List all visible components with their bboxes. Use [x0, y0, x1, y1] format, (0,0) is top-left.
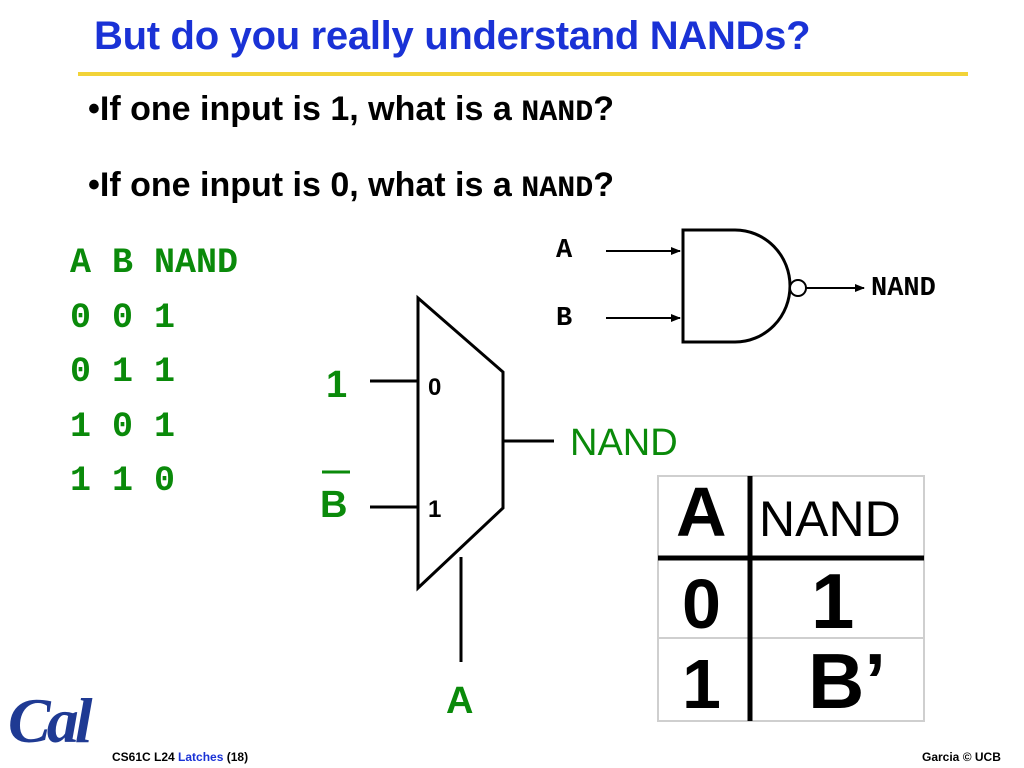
gate-label-output: NAND: [871, 274, 936, 304]
mux-select-1-label: 1: [428, 496, 442, 523]
mux-body: [416, 294, 505, 592]
title-underline: [78, 72, 968, 76]
bullet-1: •If one input is 1, what is a NAND?: [88, 90, 614, 130]
footer-course: CS61C L24 Latches (18): [112, 750, 248, 764]
reduced-row-1-a: 1: [682, 645, 721, 723]
bullet-2: •If one input is 0, what is a NAND?: [88, 166, 614, 206]
nand-gate-body: [681, 228, 792, 344]
cal-logo: Cal: [8, 685, 92, 756]
truth-table: A B NAND 0 0 1 0 1 1 1 0 1 1 1 0: [70, 236, 238, 509]
reduced-row-1-nand: B’: [808, 637, 886, 725]
gate-label-a: A: [556, 236, 573, 266]
gate-label-b: B: [556, 304, 573, 334]
truth-table-row: 1 0 1: [70, 406, 176, 447]
mux-input-b-label: B: [320, 484, 348, 526]
reduced-row-0-nand: 1: [811, 557, 855, 645]
bullet-marker: •: [88, 166, 100, 204]
slide-title: But do you really understand NANDs?: [94, 14, 811, 58]
truth-table-row: 0 0 1: [70, 297, 176, 338]
bullet-marker: •: [88, 90, 100, 128]
mux-select-label: A: [446, 680, 474, 722]
bullet-1-code: NAND: [521, 96, 594, 130]
truth-table-row: 1 1 0: [70, 461, 176, 501]
truth-table-row: 0 1 1: [70, 352, 176, 392]
bullet-2-text: If one input is 0, what is a: [99, 166, 522, 204]
footer-topic-link[interactable]: Latches: [178, 750, 224, 764]
reduced-header-a: A: [676, 473, 727, 551]
nand-gate-bubble: [789, 279, 807, 297]
footer-credit: Garcia © UCB: [922, 750, 1001, 764]
footer-page-number: (18): [223, 750, 249, 764]
truth-table-header: A B NAND: [70, 243, 239, 283]
bullet-1-text: If one input is 1, what is a: [99, 90, 522, 128]
bullet-2-end: ?: [593, 166, 614, 204]
bullet-2-code: NAND: [521, 172, 594, 206]
mux-input-1-label: 1: [326, 364, 348, 406]
bullet-1-end: ?: [593, 90, 614, 128]
mux-output-label: NAND: [570, 422, 678, 464]
reduced-header-nand: NAND: [759, 491, 901, 547]
reduced-row-0-a: 0: [682, 565, 721, 643]
reduced-table-frame: [657, 475, 925, 722]
mux-select-0-label: 0: [428, 374, 442, 401]
footer-course-text: CS61C L24: [112, 750, 179, 764]
